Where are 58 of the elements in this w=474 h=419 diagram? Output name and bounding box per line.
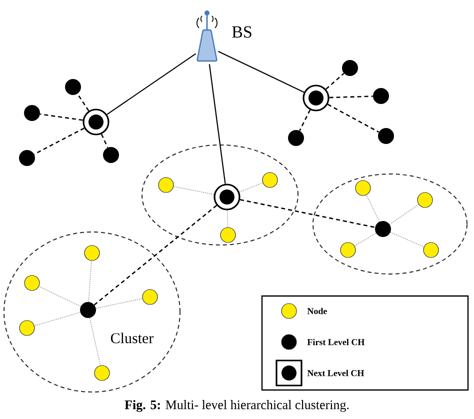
dashed-link: [34, 128, 85, 155]
dashed-link: [299, 110, 311, 131]
cluster-label: Cluster: [110, 332, 154, 344]
cluster-boundary: [142, 144, 298, 246]
dashed-link: [326, 72, 344, 90]
sensor-node: [19, 320, 35, 336]
first-level-ch: [378, 128, 394, 144]
first-level-ch: [103, 147, 119, 163]
legend-text: Next Level CH: [307, 370, 364, 376]
sensor-node: [84, 245, 100, 261]
sensor-node: [24, 275, 40, 291]
first-level-ch: [24, 105, 40, 121]
sensor-node: [220, 227, 236, 243]
dashed-link: [34, 312, 80, 326]
dashed-link: [88, 260, 92, 302]
first-level-ch: [288, 130, 304, 146]
dashed-link: [227, 210, 228, 228]
dashed-link: [173, 186, 214, 195]
sensor-node: [142, 289, 158, 305]
dashed-link: [239, 182, 264, 192]
dashed-link: [366, 194, 380, 222]
dashed-link: [100, 134, 108, 148]
sensor-node: [262, 172, 278, 188]
dashed-link: [40, 114, 83, 121]
solid-link: [218, 50, 304, 93]
dashed-link: [329, 96, 373, 98]
solid-link: [208, 64, 226, 184]
dashed-link: [354, 232, 376, 246]
first-level-ch: [375, 221, 391, 237]
dashed-link: [96, 298, 143, 309]
dashed-link: [38, 286, 81, 307]
first-level-ch: [80, 302, 96, 318]
next-level-ch: [82, 108, 110, 136]
next-level-ch: [214, 184, 240, 210]
dashed-link: [89, 318, 101, 366]
solid-link: [106, 53, 196, 115]
sensor-node: [417, 192, 433, 208]
sensor-node: [158, 177, 174, 193]
figure-caption: Fig. 5: Multi- level hierarchical clustering.: [124, 400, 349, 412]
first-level-ch: [342, 60, 358, 76]
dashed-link: [94, 204, 218, 306]
first-level-ch: [373, 88, 389, 104]
legend-text: First Level CH: [307, 338, 365, 346]
next-level-ch: [302, 84, 330, 112]
dashed-link: [390, 232, 424, 248]
sensor-node: [355, 180, 371, 196]
dashed-link: [327, 104, 380, 133]
cluster-boundary: [312, 174, 468, 274]
first-level-ch: [19, 150, 35, 166]
station-label: BS: [232, 26, 252, 38]
dashed-link: [389, 204, 419, 225]
first-level-ch: [65, 79, 81, 95]
legend-text: Node: [307, 308, 327, 314]
dashed-link: [76, 93, 90, 112]
dashed-link: [240, 199, 376, 228]
sensor-node: [94, 365, 110, 381]
sensor-node: [423, 242, 439, 258]
sensor-node: [340, 242, 356, 258]
